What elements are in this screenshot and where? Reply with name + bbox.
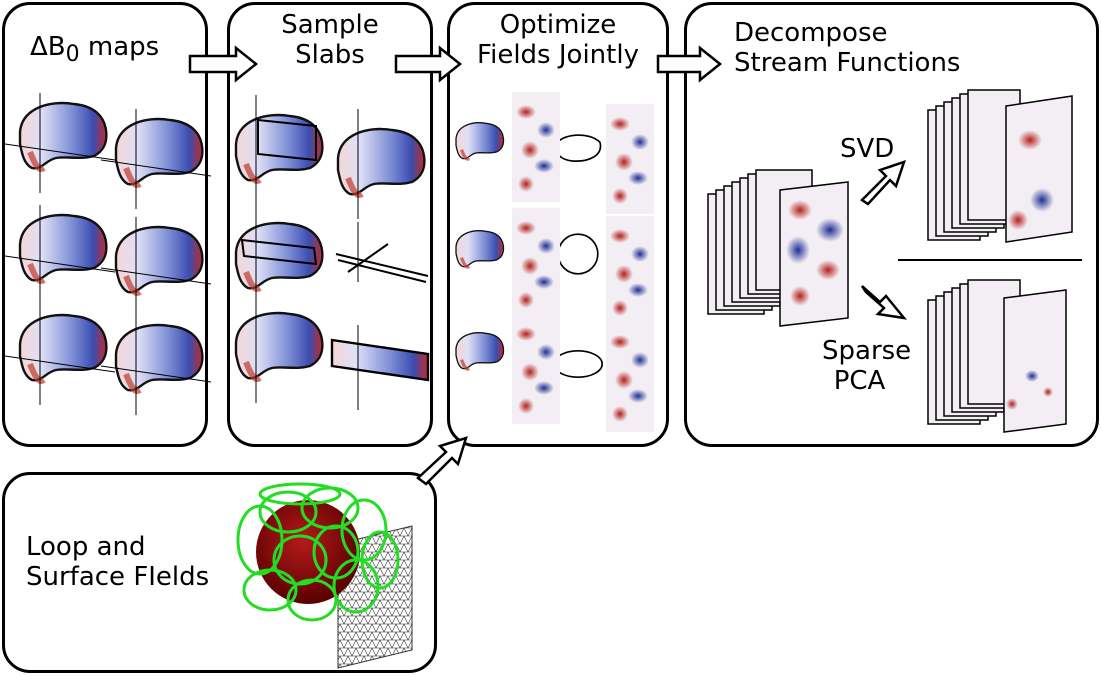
optimize-title: Optimize Fields Jointly [477, 10, 639, 70]
stream-function-stack [707, 169, 849, 327]
arrow-to-sparse-pca [860, 285, 908, 320]
svd-label: SVD [840, 134, 895, 164]
sparse-pca-components-stack [927, 279, 1067, 433]
loop-surface-illustration [236, 482, 413, 669]
decompose-title: Decompose Stream Functions [734, 18, 961, 78]
arrow-b0-to-slabs [188, 45, 259, 83]
sparse-pca-label: Sparse PCA [822, 336, 912, 396]
arrow-optimize-to-decompose [656, 45, 723, 83]
empty-slab-axes [335, 222, 429, 283]
arrow-to-svd [860, 160, 906, 206]
slab-grid [236, 95, 430, 410]
arrow-loops-to-optimize [416, 436, 468, 486]
sample-slabs-title: Sample Slabs [281, 10, 379, 70]
optimize-field-grid [454, 92, 654, 432]
arrow-slabs-to-optimize [394, 45, 463, 83]
loops-title: Loop and Surface FIelds [26, 532, 210, 592]
b0-maps-title: ΔB0 maps [30, 32, 160, 68]
svd-components-stack [927, 89, 1073, 243]
b0-brain-grid [4, 93, 212, 415]
